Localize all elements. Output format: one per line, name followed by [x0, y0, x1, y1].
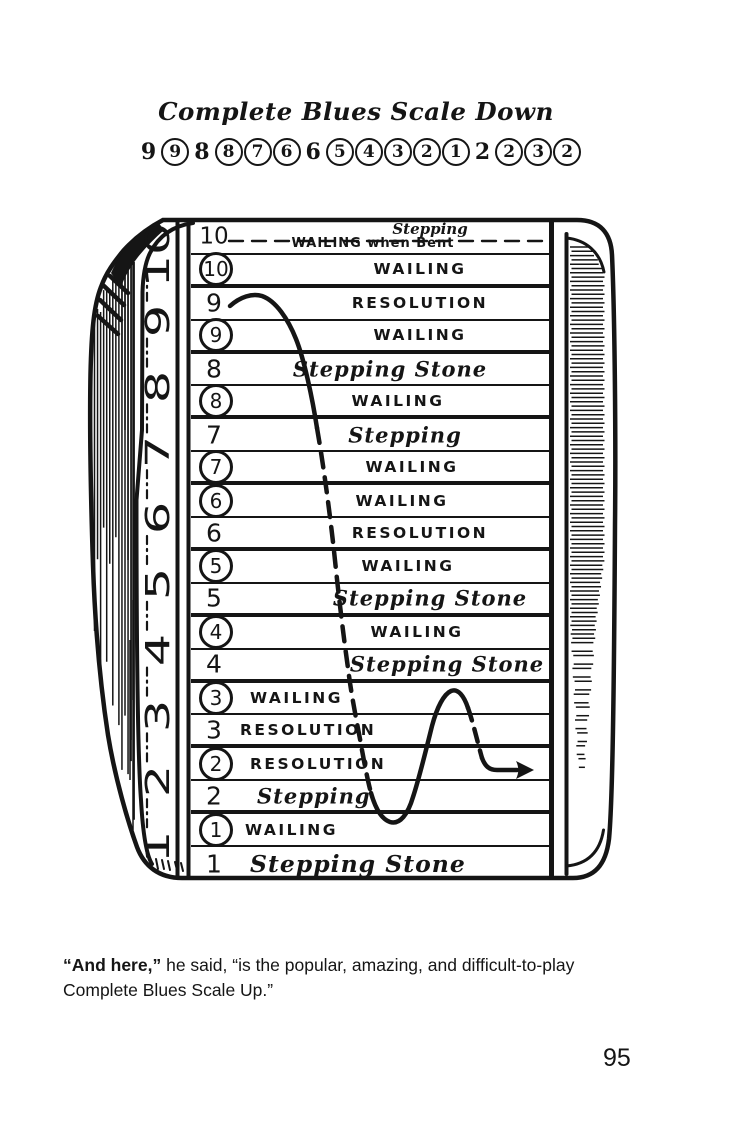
- hole-label-secondary: WAILING when Bent: [291, 235, 455, 251]
- hole-number: 3: [206, 715, 222, 745]
- hole-label: WAILING: [250, 689, 344, 708]
- side-hole-number: 7: [138, 436, 177, 469]
- side-hole-number: 4: [138, 633, 177, 666]
- notation-number: 8: [194, 139, 210, 165]
- hole-row: 6 RESOLUTION: [191, 518, 549, 551]
- page-title: Complete Blues Scale Down: [158, 97, 554, 126]
- hole-label: WAILING: [370, 623, 464, 642]
- hole-row: 3 WAILING: [191, 681, 549, 716]
- hole-number-circled: 3: [199, 681, 233, 716]
- hole-number-circled: 10: [199, 252, 233, 287]
- hole-number-circled: 7: [199, 449, 233, 484]
- hole-number-circled: 1: [199, 812, 233, 847]
- hole-row: 10 WAILING: [191, 252, 549, 288]
- hole-number: 1: [206, 849, 222, 879]
- hole-row: 3 RESOLUTION: [191, 716, 549, 749]
- caption-line2: Complete Blues Scale Up.”: [63, 980, 274, 1000]
- hole-number-circled: 8: [199, 383, 233, 418]
- hole-row: 7 Stepping: [191, 419, 549, 453]
- hole-number-circled: 4: [199, 615, 233, 650]
- side-hole-number: 9: [138, 304, 177, 337]
- hole-label: WAILING: [355, 491, 449, 510]
- caption: “And here,” he said, “is the popular, am…: [63, 953, 643, 1003]
- hole-label: Stepping: [392, 220, 468, 238]
- hole-label: RESOLUTION: [250, 754, 387, 773]
- hole-number: 10: [199, 223, 229, 250]
- notation-circled-number: 5: [325, 138, 354, 166]
- notation-circled-number: 8: [214, 138, 243, 166]
- notation-number: 9: [140, 139, 157, 165]
- hole-row: 4 Stepping Stone: [191, 650, 549, 683]
- side-hole-number: 6: [138, 501, 177, 535]
- hole-row: 2 RESOLUTION: [191, 746, 549, 782]
- hole-row: 4 WAILING: [191, 615, 549, 650]
- notation-circled-number: 3: [524, 138, 553, 166]
- harmonica-left-cap-hatching: [93, 256, 135, 830]
- hole-row: 9 WAILING: [191, 318, 549, 354]
- caption-rest: he said, “is the popular, amazing, and d…: [161, 955, 575, 975]
- notation-circled-number: 2: [412, 138, 441, 166]
- hole-number: 7: [206, 420, 222, 450]
- hole-number-circled: 5: [199, 549, 233, 584]
- notation-circled-number: 2: [495, 138, 524, 166]
- hole-label: Stepping Stone: [349, 651, 545, 677]
- hole-number-circled: 9: [199, 318, 233, 353]
- hole-label: Stepping Stone: [292, 356, 488, 382]
- hole-number-circled: 2: [199, 746, 233, 781]
- notation-circled-number: 9: [161, 138, 190, 166]
- notation-number: 6: [305, 139, 321, 165]
- notation-circled-number: 3: [383, 138, 412, 166]
- hole-row: 8 Stepping Stone: [191, 354, 549, 387]
- side-hole-number: 1: [138, 830, 177, 864]
- notation-circled-number: 4: [354, 138, 383, 166]
- hole-row: 9 RESOLUTION: [191, 288, 549, 321]
- hole-row: 2 Stepping: [191, 781, 549, 815]
- hole-row: 1 WAILING: [191, 812, 549, 848]
- hole-label: Stepping: [257, 783, 371, 809]
- hole-row: 6 WAILING: [191, 483, 549, 519]
- hole-row: 5 WAILING: [191, 549, 549, 584]
- hole-row: 7 WAILING: [191, 449, 549, 486]
- hole-label: WAILING: [245, 820, 339, 839]
- page-number: 95: [603, 1044, 631, 1072]
- hole-number: 6: [206, 518, 222, 548]
- hole-row: 8 WAILING: [191, 383, 549, 420]
- side-hole-number: 8: [138, 370, 177, 403]
- hole-label: WAILING: [351, 391, 445, 410]
- side-hole-number: 10: [138, 222, 177, 288]
- hole-label: RESOLUTION: [240, 720, 377, 739]
- hole-number: 5: [206, 583, 222, 613]
- side-hole-number: 5: [138, 567, 177, 601]
- notation-circled-number: 2: [553, 138, 582, 166]
- hole-number-circled: 6: [199, 483, 233, 518]
- hole-label: RESOLUTION: [351, 294, 489, 313]
- hole-row: 1 Stepping Stone: [191, 847, 549, 880]
- hole-label: WAILING: [373, 326, 467, 345]
- notation-circled-number: 1: [441, 138, 470, 166]
- hole-number: 9: [206, 288, 222, 318]
- harmonica-right-cap-hatching: [570, 246, 605, 769]
- hole-label: Stepping: [348, 422, 462, 448]
- hole-number: 2: [206, 781, 222, 811]
- caption-bold: “And here,”: [63, 955, 162, 975]
- hole-label: WAILING: [361, 557, 455, 576]
- notation-circled-number: 7: [243, 138, 272, 166]
- hole-number: 4: [206, 649, 222, 679]
- hole-label: RESOLUTION: [351, 523, 489, 542]
- notation-number: 2: [474, 139, 491, 165]
- hole-label: WAILING: [365, 457, 459, 476]
- side-hole-number: 2: [138, 765, 177, 798]
- hole-number: 8: [206, 354, 222, 384]
- side-hole-number: 3: [138, 699, 177, 732]
- notation-circled-number: 6: [272, 138, 301, 166]
- hole-label: WAILING: [373, 260, 467, 279]
- hole-row: 5 Stepping Stone: [191, 584, 549, 617]
- hole-label: Stepping Stone: [250, 849, 466, 878]
- hole-label: Stepping Stone: [332, 585, 528, 611]
